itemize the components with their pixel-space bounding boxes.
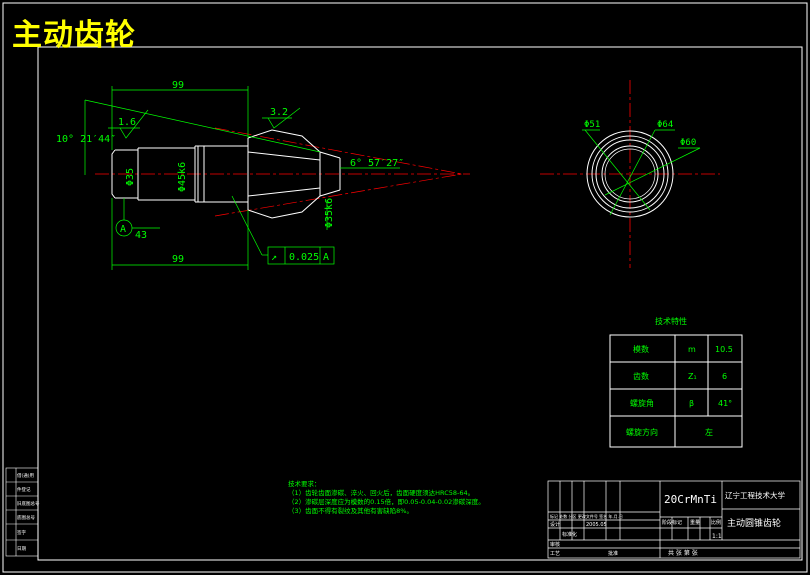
- notes-item-2: （3）齿面不得有裂纹及其他有害缺陷8%。: [288, 507, 413, 515]
- tb-check: 审核: [550, 541, 560, 548]
- dim-bottom-length: 99: [172, 254, 184, 265]
- technical-notes: 技术要求： （1）齿轮齿面渗碳、淬火、回火后，齿面硬度须达HRC58-64。 （…: [288, 480, 485, 516]
- pitch-line-lower: [214, 173, 463, 217]
- tech-row-1-name: 齿数: [633, 371, 649, 381]
- end-dia-1: Φ51: [584, 120, 600, 130]
- notes-heading: 技术要求：: [288, 480, 321, 488]
- page-title: 主动齿轮: [12, 18, 136, 53]
- dim-finish-1: 1.6: [118, 117, 136, 128]
- end-view: Φ51 Φ64 Φ60: [540, 80, 720, 268]
- dim-taper-angle: 10° 21′44″: [56, 134, 116, 145]
- tb-scale: 1:1: [712, 533, 722, 540]
- tb-material: 20CrMnTi: [664, 493, 717, 506]
- drawing-frame: [37, 46, 803, 561]
- tb-sheet-count: 共 张 第 张: [668, 549, 698, 557]
- side-item-5: 日期: [17, 546, 26, 552]
- tb-designer: 设计: [550, 521, 560, 528]
- tech-row-0-name: 模数: [633, 344, 649, 354]
- side-block: [5, 467, 39, 557]
- dim-dia-right: Φ35k6: [324, 198, 335, 228]
- tb-row-marks: 标记 处数 分区 更改文件号 签名 年.月.日: [550, 513, 623, 519]
- pitch-line-upper: [214, 127, 463, 175]
- side-item-2: 旧底图总号: [17, 500, 40, 507]
- datum-label: A: [120, 224, 126, 235]
- tb-school: 辽宁工程技术大学: [725, 490, 785, 500]
- end-dia-2: Φ64: [657, 120, 673, 130]
- tech-row-0-value: 10.5: [715, 345, 733, 354]
- dimension-lines: [84, 86, 400, 270]
- tb-designer-row: 2005.05: [586, 522, 607, 528]
- tech-row-2-value: 41°: [718, 399, 732, 408]
- tb-process: 工艺: [550, 551, 560, 557]
- tb-stage: 阶段标记: [662, 519, 682, 526]
- tb-ratio: 比例: [711, 519, 721, 526]
- notes-item-1: （2）渗碳层深度应为模数的0.15倍，即0.05-0.04-0.02渗碳深度。: [288, 498, 485, 506]
- side-item-0: 借(通)用: [17, 472, 34, 479]
- end-dia-3: Φ60: [680, 138, 696, 148]
- tech-row-2-name: 螺旋角: [630, 398, 654, 408]
- tb-approve: 批准: [608, 550, 618, 557]
- tb-part-name: 主动圆锥齿轮: [727, 517, 781, 529]
- title-block: [547, 480, 801, 559]
- side-item-3: 底图总号: [17, 514, 35, 521]
- tb-standard: 标准化: [562, 531, 577, 538]
- tolerance-datum: A: [323, 252, 329, 263]
- tolerance-symbol: ↗: [271, 252, 277, 263]
- dim-datum-offset: 43: [135, 230, 147, 241]
- dim-dia-left: Φ35: [125, 168, 136, 186]
- tolerance-value: 0.025: [289, 252, 319, 263]
- tech-row-3-value: 左: [705, 427, 713, 437]
- dim-cone-angle: 6° 57′27″: [350, 158, 404, 169]
- dim-top-length: 99: [172, 80, 184, 91]
- tech-table-title: 技术特性: [655, 316, 687, 326]
- side-item-1: 件登记: [17, 486, 31, 493]
- tech-table: [609, 334, 743, 448]
- tech-row-3-name: 螺旋方向: [626, 427, 658, 437]
- tb-weight: 重量: [690, 519, 700, 526]
- notes-item-0: （1）齿轮齿面渗碳、淬火、回火后，齿面硬度须达HRC58-64。: [288, 489, 475, 497]
- shaft-outline: [111, 129, 341, 219]
- tech-row-2-symbol: β: [689, 399, 694, 408]
- tech-row-1-value: 6: [722, 372, 727, 381]
- dim-dia-mid: Φ45k6: [177, 162, 188, 192]
- tech-row-1-symbol: Z₁: [688, 372, 697, 381]
- dim-finish-2: 3.2: [270, 107, 288, 118]
- tech-row-0-symbol: m: [688, 345, 696, 354]
- side-item-4: 签字: [17, 529, 26, 536]
